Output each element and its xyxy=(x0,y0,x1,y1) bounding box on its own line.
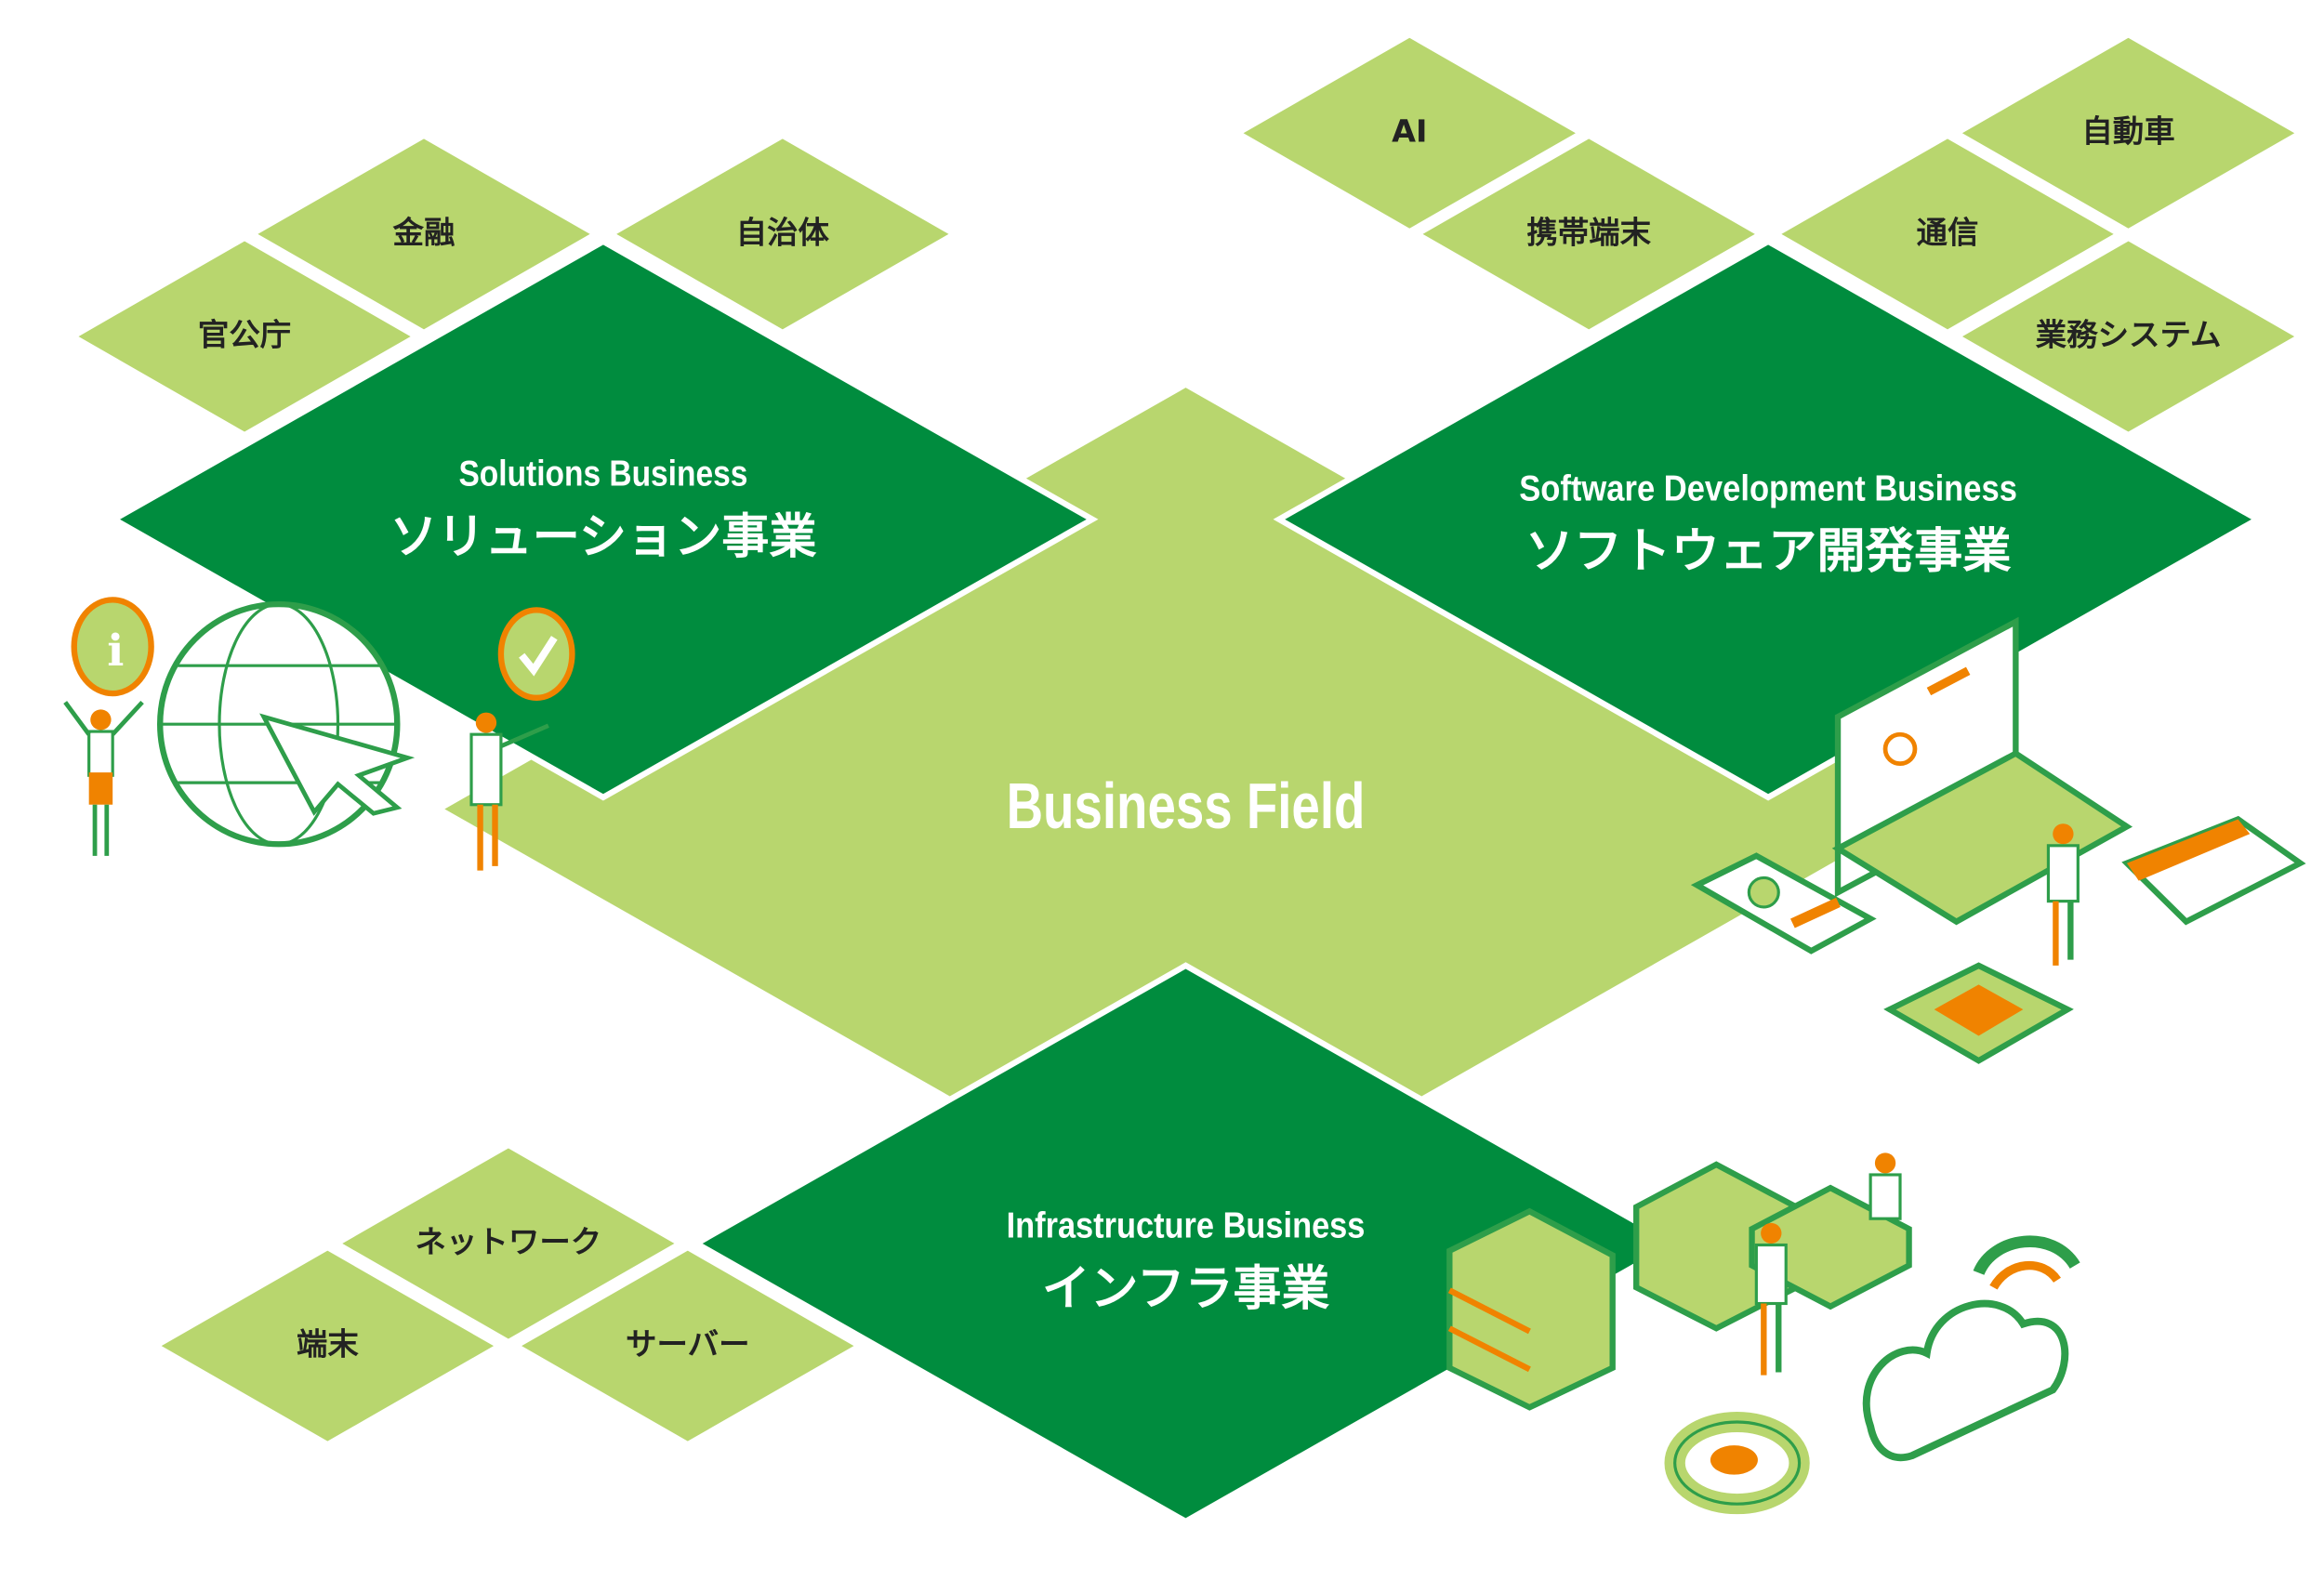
tile-solutions: 自治体 xyxy=(601,130,964,338)
software-title-jp: ソフトウェア開発事業 xyxy=(1525,523,2013,580)
tile-diamond xyxy=(507,1242,869,1450)
check-icon xyxy=(497,607,575,701)
solutions-title-jp: ソリューション事業 xyxy=(390,508,817,565)
tile-label: 金融 xyxy=(392,214,456,250)
wifi-icon xyxy=(1973,1235,2080,1290)
sync-arrows-icon xyxy=(1664,1411,1810,1515)
tile-diamond xyxy=(63,232,426,441)
tile-software: AI xyxy=(1228,29,1591,237)
tile-diamond xyxy=(243,130,605,338)
technician-figures xyxy=(1754,1152,1902,1376)
tile-software: 通信 xyxy=(1766,130,2129,338)
tile-label: 通信 xyxy=(1917,214,1979,250)
person-man-figure xyxy=(469,712,549,871)
tile-software: 自動車 xyxy=(1948,29,2310,237)
tile-solutions: 官公庁 xyxy=(63,232,426,441)
tile-infrastructure: サーバー xyxy=(507,1242,869,1450)
tile-label: 業務システム xyxy=(2036,317,2222,353)
cpu-chip-illustration xyxy=(1883,962,2074,1064)
tile-software: 業務システム xyxy=(1948,232,2310,441)
cloud-icon xyxy=(1862,1299,2069,1462)
center-title: Business Field xyxy=(1007,770,1366,841)
tile-diamond xyxy=(327,1139,690,1348)
solutions-title-en: Solutions Business xyxy=(458,454,747,494)
tile-label: 自動車 xyxy=(2081,113,2174,150)
tile-diamond xyxy=(1766,130,2129,338)
person-woman-figure xyxy=(63,700,144,856)
tile-label: 官公庁 xyxy=(198,317,291,353)
tile-label: サーバー xyxy=(626,1326,750,1363)
tile-diamond xyxy=(601,130,964,338)
laptop-illustration xyxy=(1831,616,2133,926)
tile-diamond xyxy=(1228,29,1591,237)
globe-cursor-illustration xyxy=(157,600,416,848)
tile-label: 端末 xyxy=(297,1326,360,1363)
infrastructure-title-en: Infrastructure Business xyxy=(1007,1205,1366,1246)
gear-icon xyxy=(1747,876,1780,909)
tile-label: AI xyxy=(1392,113,1427,150)
developer-figure xyxy=(2046,823,2080,966)
infrastructure-title-jp: インフラ事業 xyxy=(1042,1260,1330,1317)
browser-window-illustration xyxy=(2121,815,2306,926)
tile-label: ネットワーク xyxy=(415,1224,601,1260)
tile-diamond xyxy=(1407,130,1770,338)
tile-label: 自治体 xyxy=(736,214,830,250)
tile-diamond xyxy=(1948,29,2310,237)
cursor-arrow-icon xyxy=(259,713,416,816)
tile-label: 携帯端末 xyxy=(1526,214,1652,250)
tile-infrastructure: ネットワーク xyxy=(327,1139,690,1348)
svg-text:i: i xyxy=(107,625,124,677)
tile-diamond xyxy=(1948,232,2310,441)
infrastructure-diamond xyxy=(690,962,1682,1525)
smartphone-illustration xyxy=(1690,852,1877,955)
tile-software: 携帯端末 xyxy=(1407,130,1770,338)
tile-solutions: 金融 xyxy=(243,130,605,338)
tile-diamond xyxy=(146,1242,508,1450)
info-icon: i xyxy=(71,597,154,697)
tile-infrastructure: 端末 xyxy=(146,1242,508,1450)
software-title-en: Software Development Business xyxy=(1519,468,2017,509)
